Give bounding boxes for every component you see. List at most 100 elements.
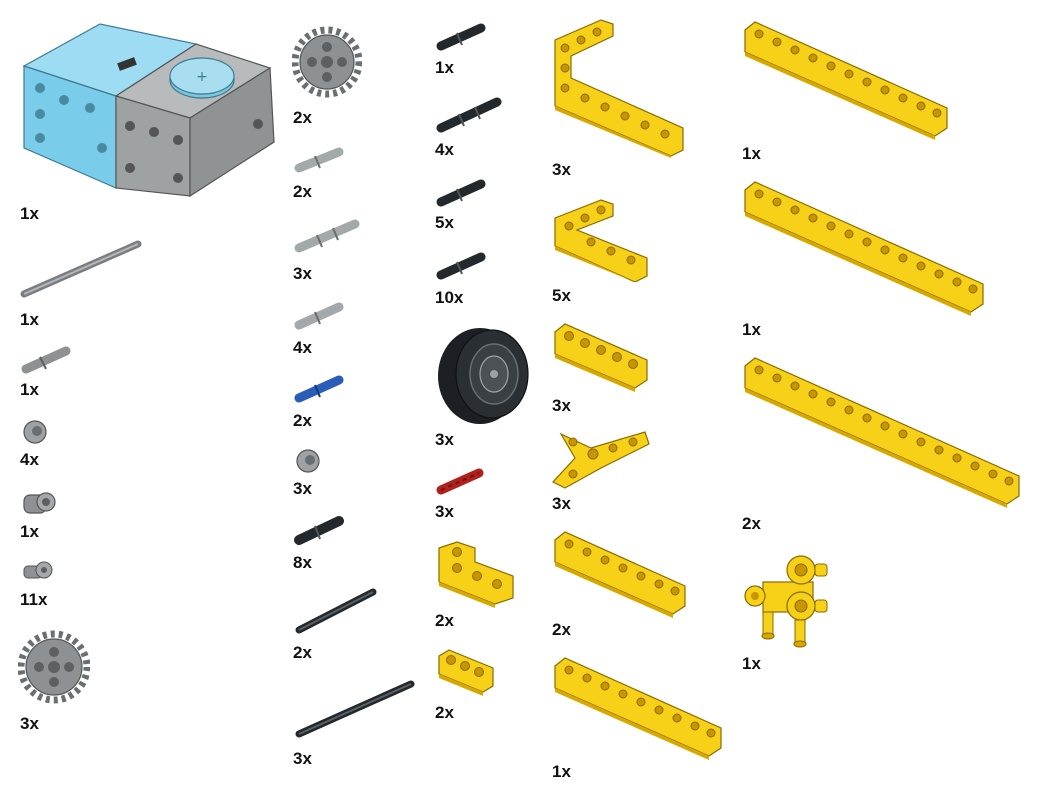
beam-l-medium [551,196,651,282]
quantity-label: 1x [742,320,761,339]
half-bush-icon [23,561,53,579]
quantity-label: 4x [293,338,312,357]
quantity-label: 3x [552,160,571,179]
axle-icon [295,588,377,634]
quantity-label: 2x [293,182,312,201]
quantity-label: 1x [20,310,39,329]
beam-15 [741,354,1023,512]
pin-gray-long [293,216,361,256]
pin-icon [436,252,486,280]
beam-l-small [435,538,517,608]
quantity-label: 8x [293,553,312,572]
pin-icon [436,179,486,207]
pin-icon [294,219,360,253]
beam-3 [435,646,497,696]
pin-black-long-2 [435,94,503,136]
beam-l-large [551,16,687,158]
quantity-label: 3x [293,479,312,498]
bush-gray [21,418,49,446]
pin-icon [21,346,71,374]
motor-icon: + [22,23,275,198]
beam-icon [438,649,494,696]
gear-icon [292,26,362,98]
quantity-label: 4x [20,450,39,469]
beam-triangle [551,430,651,490]
quantity-label: 2x [293,108,312,127]
quantity-label: 3x [435,430,454,449]
quantity-label: 3x [552,396,571,415]
pin-gray-1 [293,144,345,176]
pin-icon [436,23,486,51]
quantity-label: 1x [20,204,39,223]
half-bush-gray [20,558,56,584]
quantity-label: 3x [20,714,39,733]
quantity-label: 5x [552,286,571,305]
gear-24-top [292,22,362,102]
quantity-label: 2x [552,620,571,639]
axle-long-gray [18,236,144,302]
quantity-label: 2x [435,703,454,722]
axle-black-1 [293,586,379,636]
quantity-label: 1x [552,762,571,781]
quantity-label: 2x [293,411,312,430]
axle-icon [295,680,415,738]
connector-icon [23,492,56,514]
axle-pin-gray [20,343,72,377]
quantity-label: 1x [742,654,761,673]
pin-gray-2 [293,298,345,334]
beam-7 [551,528,689,618]
axle-black-2 [293,676,417,740]
quantity-label: 2x [742,514,761,533]
beam-11 [741,18,951,140]
bush-icon [23,420,47,444]
beam-icon [554,199,648,282]
beam-5 [551,320,651,392]
axle-icon [436,468,484,495]
quantity-label: 5x [435,213,454,232]
beam-icon [744,21,948,140]
wheel [434,322,534,428]
connector-gray [20,487,58,519]
quantity-label: 3x [293,749,312,768]
beam-icon [554,19,684,158]
quantity-label: 3x [435,502,454,521]
pin-icon [294,302,344,330]
pin-black-3 [435,249,487,283]
bush-gray-2 [294,447,322,475]
pin-icon [436,97,502,133]
pin-black-2 [435,176,487,210]
quantity-label: 2x [293,643,312,662]
svg-text:+: + [196,69,208,85]
beam-icon [744,357,1020,508]
beam-icon [554,657,722,760]
axle-icon [20,240,142,298]
quantity-label: 1x [20,380,39,399]
pin-black-1 [435,20,487,54]
quantity-label: 1x [20,522,39,541]
bush-icon [296,449,320,473]
pin-blue [293,372,345,406]
quantity-label: 2x [435,611,454,630]
pin-icon [294,516,344,545]
beam-icon [438,541,514,608]
quantity-label: 4x [435,140,454,159]
quantity-label: 1x [742,144,761,163]
quantity-label: 3x [552,494,571,513]
beam-13 [741,178,987,318]
axle-red [435,465,485,497]
frame-connector [741,548,833,650]
beam-icon [554,323,648,392]
gear-icon [18,630,90,704]
beam-icon [554,531,686,618]
large-motor: + [20,18,276,200]
gear-24-left [18,628,90,706]
pin-icon [294,147,344,173]
quantity-label: 3x [293,264,312,283]
beam-icon [744,181,984,316]
beam-9 [551,654,725,762]
beam-icon [552,431,650,489]
pin-black-long [293,512,345,548]
pin-icon [294,375,344,403]
frame-icon [744,555,828,648]
quantity-label: 11x [20,590,48,609]
